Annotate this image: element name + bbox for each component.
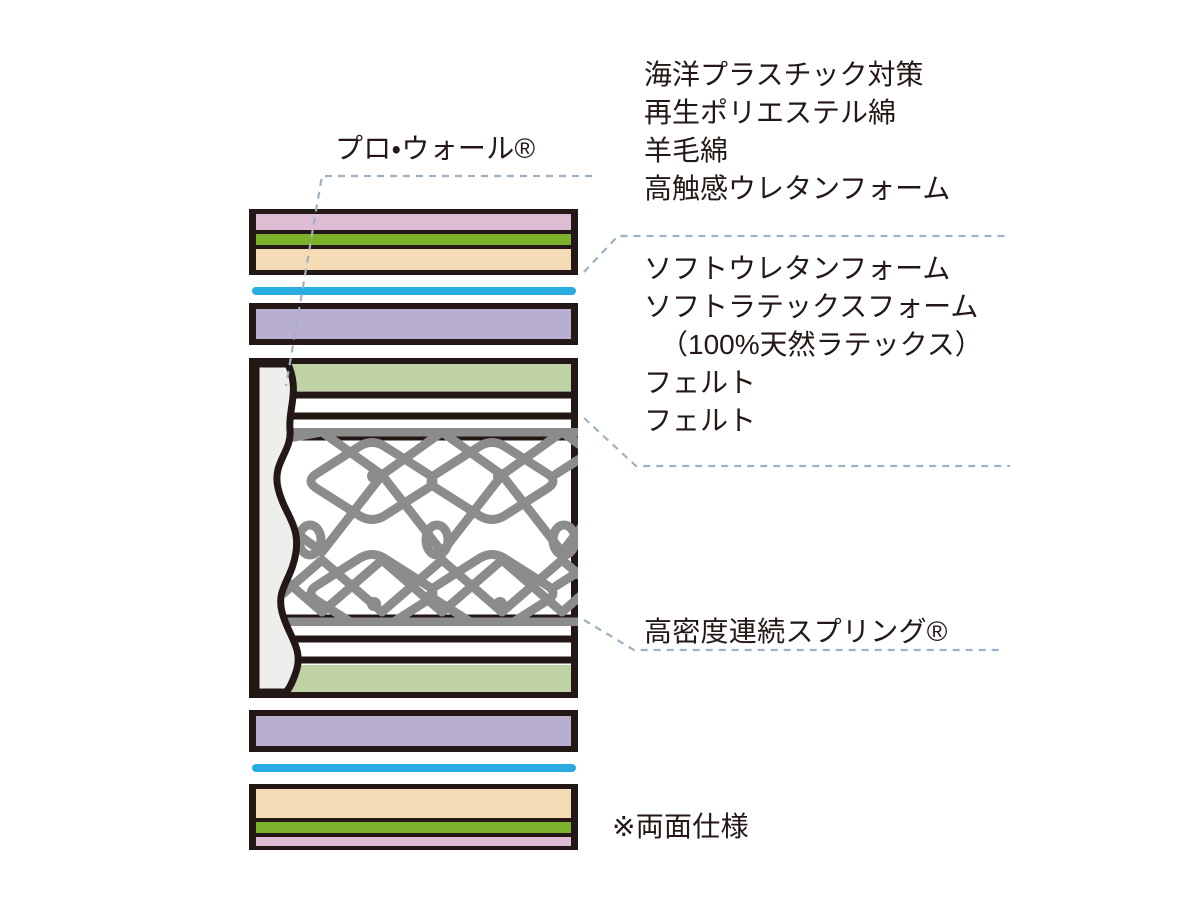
layer-soft-urethane-top [256,309,571,339]
pro-wall-support [252,360,302,696]
layer-cover-bottom [256,837,571,846]
layer-felt-top [256,364,571,391]
leader-mid-group [583,417,1010,468]
layer-soft-urethane-bottom [256,716,571,746]
leader-spring [583,619,1000,652]
layer-wool-bottom [256,822,571,833]
layer-cover-top [256,214,571,230]
bottom-soft-urethane-block [249,710,578,752]
leader-pro-wall [284,174,592,387]
layer-felt-bottom [256,665,571,692]
leader-lines [284,174,1010,652]
leader-top-group [583,234,1008,273]
layer-urethane-top [256,249,571,270]
pro-wall-shape [252,360,302,696]
top-soft-urethane-block [249,303,578,345]
layer-urethane-bottom [256,789,571,818]
layer-wool-top [256,234,571,245]
spring-core-block [249,358,578,698]
spring-lattice [285,428,578,626]
bottom-comfort-block [249,784,578,850]
top-comfort-block [249,209,578,275]
